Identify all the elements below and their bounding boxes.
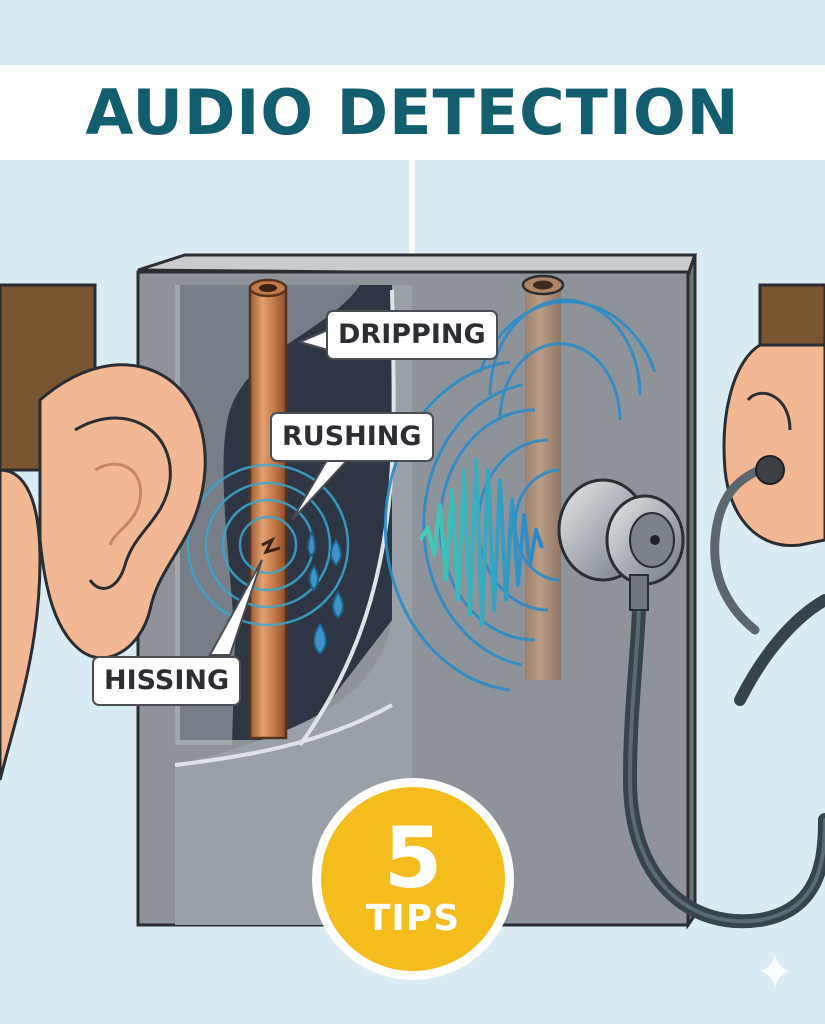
listener-ear-right — [722, 283, 825, 548]
sound-waveform — [418, 458, 544, 627]
label-rushing: RUSHING — [270, 412, 434, 462]
label-hissing: HISSING — [92, 656, 242, 706]
page-title: AUDIO DETECTION — [85, 76, 740, 149]
copper-pipe-hidden — [521, 274, 565, 680]
leak-sound-rings — [186, 463, 350, 627]
water-drops — [307, 529, 344, 656]
title-banner: AUDIO DETECTION — [0, 65, 825, 160]
stethoscope — [557, 455, 825, 929]
tips-count: 5 — [383, 809, 443, 907]
label-dripping: DRIPPING — [326, 310, 498, 360]
tips-word: TIPS — [365, 898, 461, 939]
label-pointers — [208, 328, 355, 656]
sparkle-icon — [760, 955, 790, 987]
copper-pipe — [248, 278, 288, 740]
tips-badge: 5 TIPS — [312, 778, 514, 980]
listener-ear-left — [0, 283, 207, 781]
